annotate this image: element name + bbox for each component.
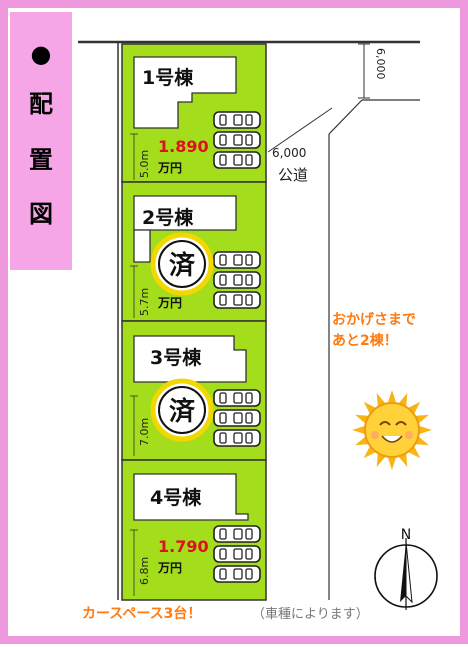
car-icon (213, 291, 261, 309)
road-dimension-vertical: 6,000 (358, 43, 387, 99)
car-icon (213, 525, 261, 543)
road-width-mid: 6,000 (272, 146, 306, 160)
lot-4-frontage: 6.8m (138, 557, 151, 585)
footer-note: （車種によります） (252, 606, 369, 622)
car-spaces (213, 111, 261, 583)
message-line-2: あと2棟！ (332, 332, 398, 349)
lot-1-price: 1.890 (158, 137, 209, 156)
car-icon (213, 545, 261, 563)
sidebar-label: ● 配 置 図 (10, 12, 72, 270)
sun-icon (352, 390, 432, 470)
sun-ray (418, 425, 432, 435)
north-arrow-icon: N (374, 527, 438, 610)
car-icon (213, 409, 261, 427)
sold-label-lot-3: 済 (169, 396, 196, 427)
lot-4-name: 4号棟 (150, 486, 202, 509)
north-label: N (401, 527, 411, 543)
message-line-1: おかげさまで (332, 312, 416, 328)
car-icon (213, 131, 261, 149)
sun-ray (352, 425, 366, 435)
road-width-top: 6,000 (374, 48, 387, 80)
road-dimension-diagonal: 6,000 公道 (267, 107, 333, 184)
sidebar-char-1: 配 (29, 90, 53, 118)
car-icon (213, 565, 261, 583)
lot-1-name: 1号棟 (142, 66, 194, 89)
lot-2-unit: 万円 (157, 296, 182, 310)
sun-ray (387, 390, 397, 404)
car-icon (213, 389, 261, 407)
bullet-icon: ● (31, 40, 52, 68)
car-icon (213, 429, 261, 447)
footer-main: カースペース3台！ (82, 605, 201, 622)
car-icon (213, 111, 261, 129)
frontage-dimension-lines (130, 133, 138, 596)
lot-2-name: 2号棟 (142, 206, 194, 229)
road-lines (78, 40, 420, 600)
sun-ray (387, 456, 397, 470)
lot-2-frontage: 5.7m (138, 288, 151, 316)
lot-1-unit: 万円 (157, 161, 182, 175)
sidebar-char-2: 置 (29, 146, 53, 174)
lot-4-unit: 万円 (157, 561, 182, 575)
lot-3-name: 3号棟 (150, 346, 202, 369)
road-name: 公道 (278, 166, 308, 184)
car-icon (213, 151, 261, 169)
lot-4-price: 1.790 (158, 537, 209, 556)
sold-label-lot-2: 済 (169, 250, 196, 281)
sold-badge-lot-2: 済 (150, 232, 214, 296)
car-icon (213, 251, 261, 269)
car-icon (213, 271, 261, 289)
lot-3-frontage: 7.0m (138, 418, 151, 446)
lot-1-frontage: 5.0m (138, 150, 151, 178)
sold-badge-lot-3: 済 (150, 378, 214, 442)
sidebar-char-3: 図 (29, 200, 53, 228)
